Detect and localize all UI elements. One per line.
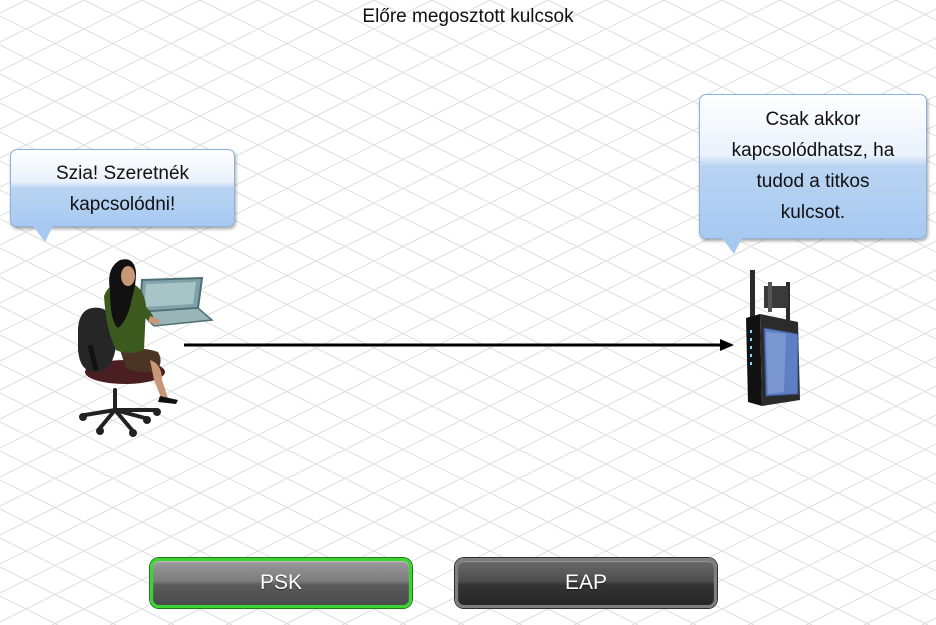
router-bubble-line: kapcsolódhatsz, ha	[731, 140, 895, 161]
router-bubble-line: Csak akkor	[765, 109, 861, 130]
woman-at-laptop-icon	[78, 259, 214, 437]
client-bubble-line: kapcsolódni!	[69, 194, 176, 215]
client-bubble-line: Szia! Szeretnék	[55, 163, 190, 184]
router-bubble-tail	[722, 238, 742, 254]
connection-arrow	[184, 339, 734, 351]
eap-button[interactable]: EAP	[455, 558, 717, 608]
router-bubble-line: kulcsot.	[780, 202, 846, 223]
client-bubble-tail	[33, 226, 53, 242]
client-speech-bubble: Szia! Szeretnék kapcsolódni!	[10, 149, 235, 242]
diagram-title: Előre megosztott kulcsok	[362, 6, 574, 27]
router-bubble-line: tudod a titkos	[756, 171, 870, 192]
wireless-router-icon	[746, 270, 800, 406]
router-speech-bubble: Csak akkor kapcsolódhatsz, ha tudod a ti…	[699, 94, 927, 254]
psk-button[interactable]: PSK	[150, 558, 412, 608]
